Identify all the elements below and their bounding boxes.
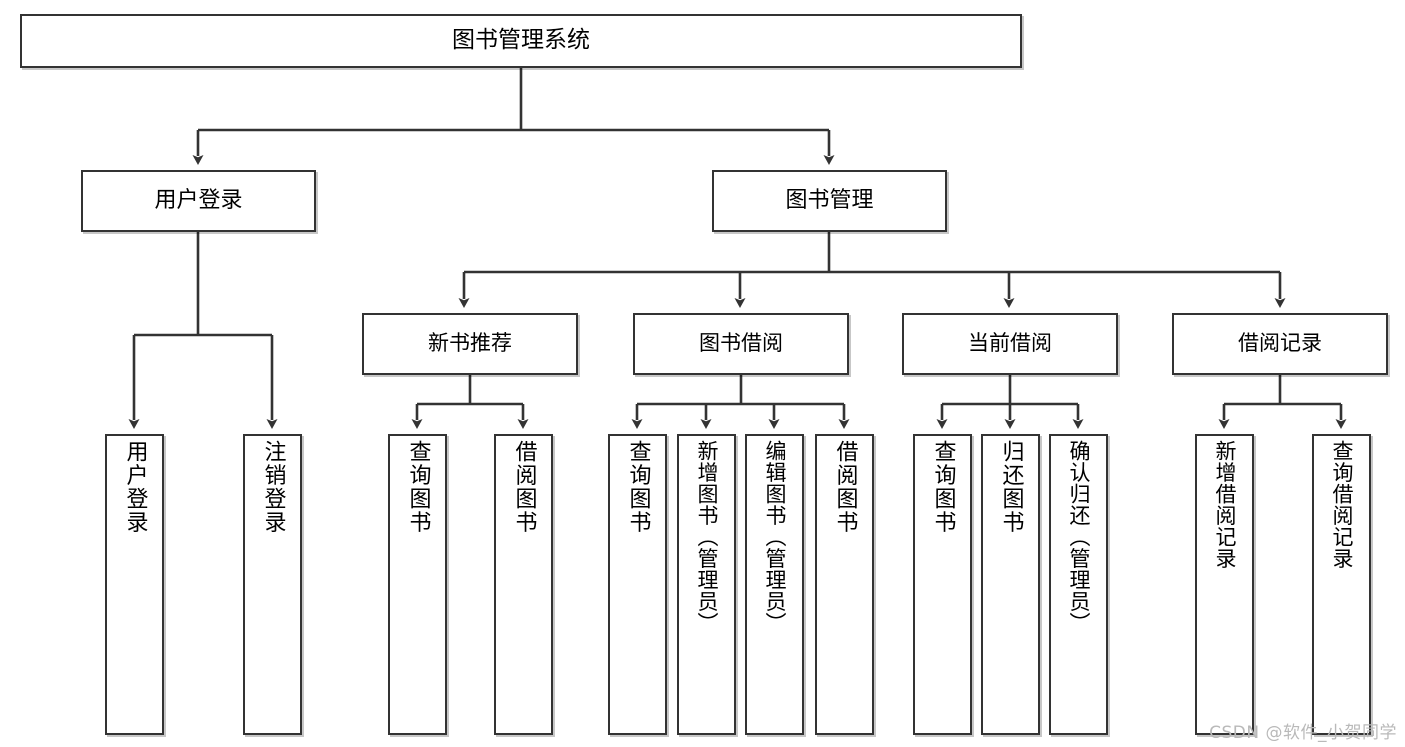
node-book-borrowing[interactable]: 图书借阅	[633, 313, 849, 375]
node-user-login[interactable]: 用户登录	[81, 170, 316, 232]
node-label: 新增借阅记录	[1213, 440, 1237, 569]
node-new-book-recommendation[interactable]: 新书推荐	[362, 313, 578, 375]
leaf-edit-book-admin[interactable]: 编辑图书（管理员）	[745, 434, 804, 735]
watermark-text: CSDN @软件_小贺同学	[1209, 723, 1397, 743]
node-current-borrowing[interactable]: 当前借阅	[902, 313, 1118, 375]
leaf-borrow-books-recommendation[interactable]: 借阅图书	[494, 434, 553, 735]
leaf-query-borrow-record[interactable]: 查询借阅记录	[1312, 434, 1371, 735]
node-label: 用户登录	[122, 440, 148, 534]
node-root-library-management-system[interactable]: 图书管理系统	[20, 14, 1022, 68]
node-book-management[interactable]: 图书管理	[712, 170, 947, 232]
leaf-return-books[interactable]: 归还图书	[981, 434, 1040, 735]
node-label: 借阅记录	[1238, 331, 1322, 356]
node-label: 归还图书	[998, 440, 1024, 534]
leaf-query-books-current[interactable]: 查询图书	[913, 434, 972, 735]
node-label: 编辑图书（管理员）	[763, 440, 787, 634]
node-label: 确认归还（管理员）	[1067, 440, 1091, 634]
node-label: 查询图书	[625, 440, 651, 534]
leaf-borrow-books-borrowing[interactable]: 借阅图书	[815, 434, 874, 735]
leaf-add-book-admin[interactable]: 新增图书（管理员）	[677, 434, 736, 735]
node-label: 用户登录	[154, 187, 243, 213]
node-label: 图书管理	[785, 187, 874, 213]
node-label: 图书借阅	[699, 331, 783, 356]
node-borrowing-records[interactable]: 借阅记录	[1172, 313, 1388, 375]
leaf-query-books-recommendation[interactable]: 查询图书	[388, 434, 447, 735]
leaf-user-login[interactable]: 用户登录	[105, 434, 164, 735]
node-label: 借阅图书	[832, 440, 858, 534]
leaf-query-books-borrowing[interactable]: 查询图书	[608, 434, 667, 735]
node-label: 新增图书（管理员）	[695, 440, 719, 634]
leaf-logout[interactable]: 注销登录	[243, 434, 302, 735]
node-label: 新书推荐	[428, 331, 512, 356]
leaf-add-borrow-record[interactable]: 新增借阅记录	[1195, 434, 1254, 735]
leaf-confirm-return-admin[interactable]: 确认归还（管理员）	[1049, 434, 1108, 735]
node-label: 当前借阅	[968, 331, 1052, 356]
node-label: 注销登录	[260, 440, 286, 534]
node-label: 查询图书	[930, 440, 956, 534]
node-label: 查询借阅记录	[1330, 440, 1354, 569]
node-label: 图书管理系统	[452, 27, 590, 54]
node-label: 查询图书	[405, 440, 431, 534]
node-label: 借阅图书	[511, 440, 537, 534]
